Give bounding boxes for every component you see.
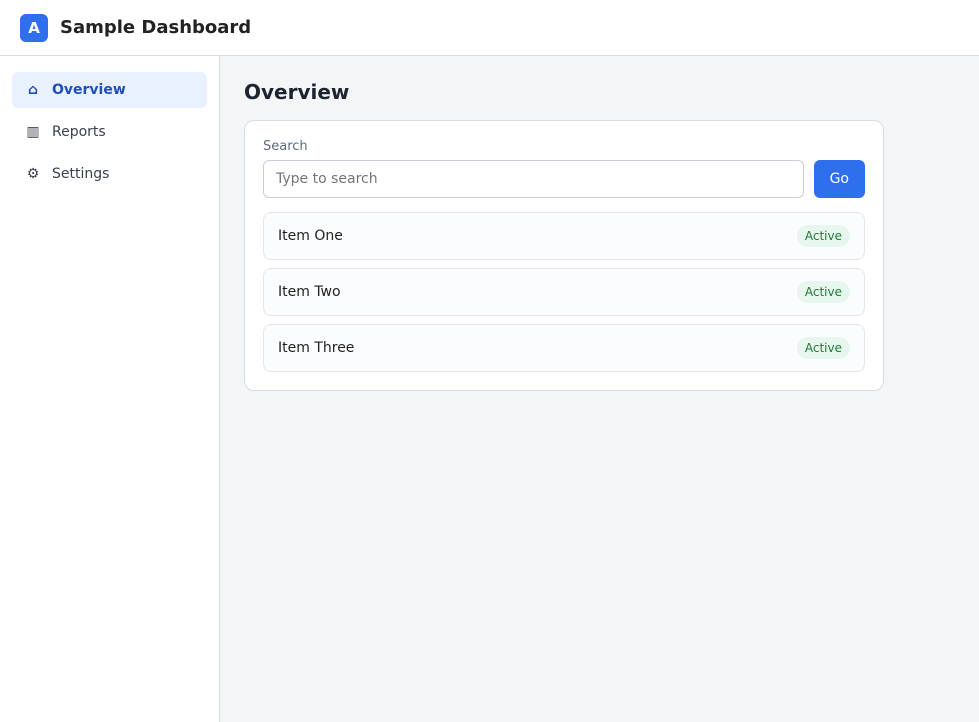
list-item[interactable]: Item Two Active [263, 268, 865, 316]
status-badge: Active [796, 281, 850, 303]
search-row: Go [263, 160, 865, 198]
list-item-label: Item One [278, 228, 343, 244]
search-label: Search [263, 139, 308, 154]
app-title: Sample Dashboard [60, 17, 252, 38]
sidebar-item-overview[interactable]: ⌂ Overview [12, 72, 207, 108]
sidebar-item-label: Settings [52, 166, 110, 182]
app-body: ⌂ Overview ▥ Reports ⚙ Settings Overview… [0, 56, 979, 722]
page-title: Overview [244, 80, 350, 104]
status-badge: Active [796, 225, 850, 247]
list-item-label: Item Two [278, 284, 341, 300]
search-section: Search Go [263, 139, 865, 198]
sidebar-item-reports[interactable]: ▥ Reports [12, 114, 207, 150]
content-card: Search Go Item One Active Item Two Activ… [244, 120, 884, 391]
app-logo: A [20, 13, 48, 42]
chart-icon: ▥ [26, 124, 40, 140]
gear-icon: ⚙ [26, 166, 40, 182]
sidebar: ⌂ Overview ▥ Reports ⚙ Settings [0, 56, 220, 722]
sidebar-item-settings[interactable]: ⚙ Settings [12, 156, 207, 192]
search-button[interactable]: Go [813, 160, 865, 198]
app-header: A Sample Dashboard [0, 0, 979, 56]
sidebar-item-label: Reports [52, 124, 106, 140]
main-content: Overview Search Go Item One Active Ite [220, 56, 979, 722]
item-list: Item One Active Item Two Active Item Thr… [263, 212, 865, 372]
list-item[interactable]: Item One Active [263, 212, 865, 260]
sidebar-item-label: Overview [52, 82, 126, 98]
search-input[interactable] [263, 160, 804, 198]
list-item[interactable]: Item Three Active [263, 324, 865, 372]
list-item-label: Item Three [278, 340, 355, 356]
status-badge: Active [796, 337, 850, 359]
home-icon: ⌂ [27, 82, 39, 98]
